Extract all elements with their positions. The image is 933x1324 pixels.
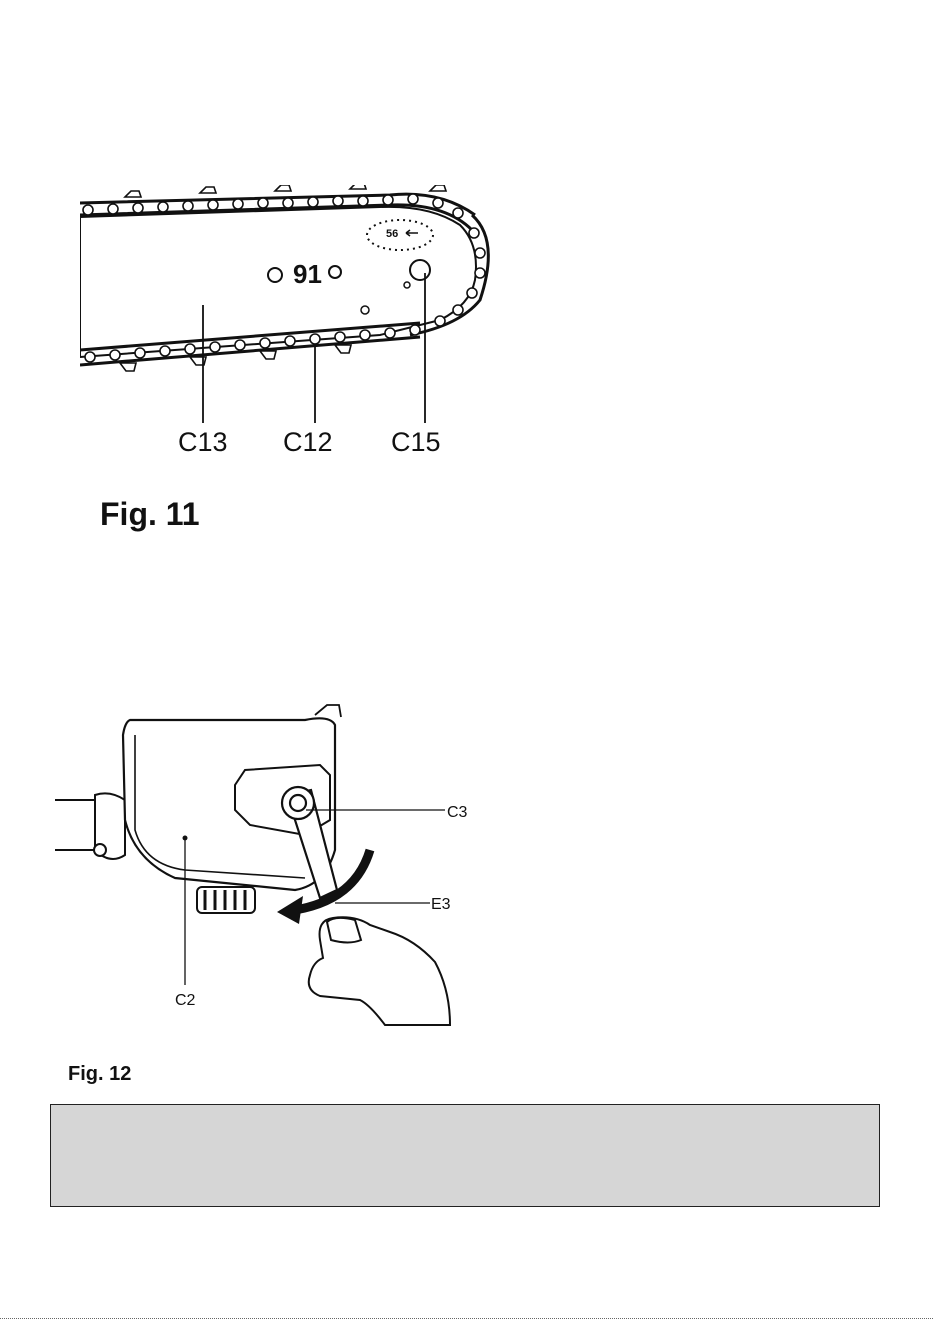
label-c13: C13 — [178, 427, 228, 457]
figure-12-caption: Fig. 12 — [68, 1063, 131, 1086]
label-c15: C15 — [391, 427, 441, 457]
bar-marking: 56 — [386, 228, 398, 240]
label-e3: E3 — [431, 896, 451, 913]
nut-c3 — [290, 795, 306, 811]
chain-bar-illustration: 91 56 C13 C12 C15 — [80, 185, 510, 535]
label-c2: C2 — [175, 992, 196, 1009]
note-box — [50, 1104, 880, 1207]
bar-hole-right — [329, 266, 341, 278]
bar-hole-left — [268, 268, 282, 282]
page-divider — [0, 1318, 933, 1319]
bar-number: 91 — [293, 259, 322, 289]
figure-11-caption: Fig. 11 — [100, 496, 200, 533]
wrench-tightening-illustration: C3 E3 C2 — [55, 700, 505, 1030]
figure-11-chain-bar: 91 56 C13 C12 C15 — [80, 185, 510, 535]
label-c12: C12 — [283, 427, 333, 457]
label-c3: C3 — [447, 804, 468, 821]
sprocket-rivet-c15 — [410, 260, 430, 280]
figure-12-wrench-illustration: C3 E3 C2 — [55, 700, 505, 1030]
